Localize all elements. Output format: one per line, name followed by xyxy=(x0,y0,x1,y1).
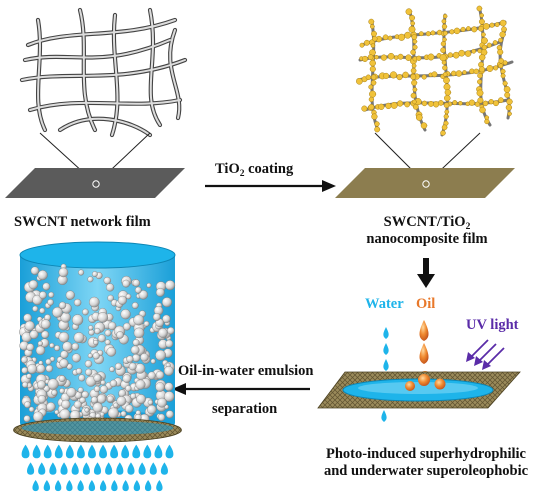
label-emulsion: Oil-in-water emulsion xyxy=(178,363,314,379)
label-water: Water xyxy=(365,296,404,312)
label-swcnt-network-film: SWCNT network film xyxy=(14,214,151,230)
tio2-coated-network-icon xyxy=(356,5,514,137)
uv-light-arrows-icon xyxy=(466,339,505,370)
emulsion-cylinder xyxy=(13,241,182,443)
label-separation: separation xyxy=(212,401,278,417)
down-arrow xyxy=(417,258,435,288)
oil-droplets-on-surface xyxy=(405,374,446,391)
composite-film xyxy=(335,168,515,198)
separation-arrow xyxy=(172,383,310,395)
coating-arrow xyxy=(205,180,336,192)
swcnt-film xyxy=(5,168,185,198)
oil-bubbles xyxy=(19,263,176,424)
label-composite-film: SWCNT/TiO2 nanocomposite film xyxy=(366,214,488,247)
label-tio2-coating: TiO2 coating xyxy=(215,161,294,179)
swcnt-network-icon xyxy=(19,7,188,138)
zoom-point xyxy=(92,180,100,188)
label-oil: Oil xyxy=(416,296,436,312)
filtered-water-drops xyxy=(21,444,174,492)
label-photo-induced: Photo-induced superhydrophilic and under… xyxy=(323,446,529,479)
zoom-point xyxy=(422,180,430,188)
label-uv-light: UV light xyxy=(466,317,519,333)
